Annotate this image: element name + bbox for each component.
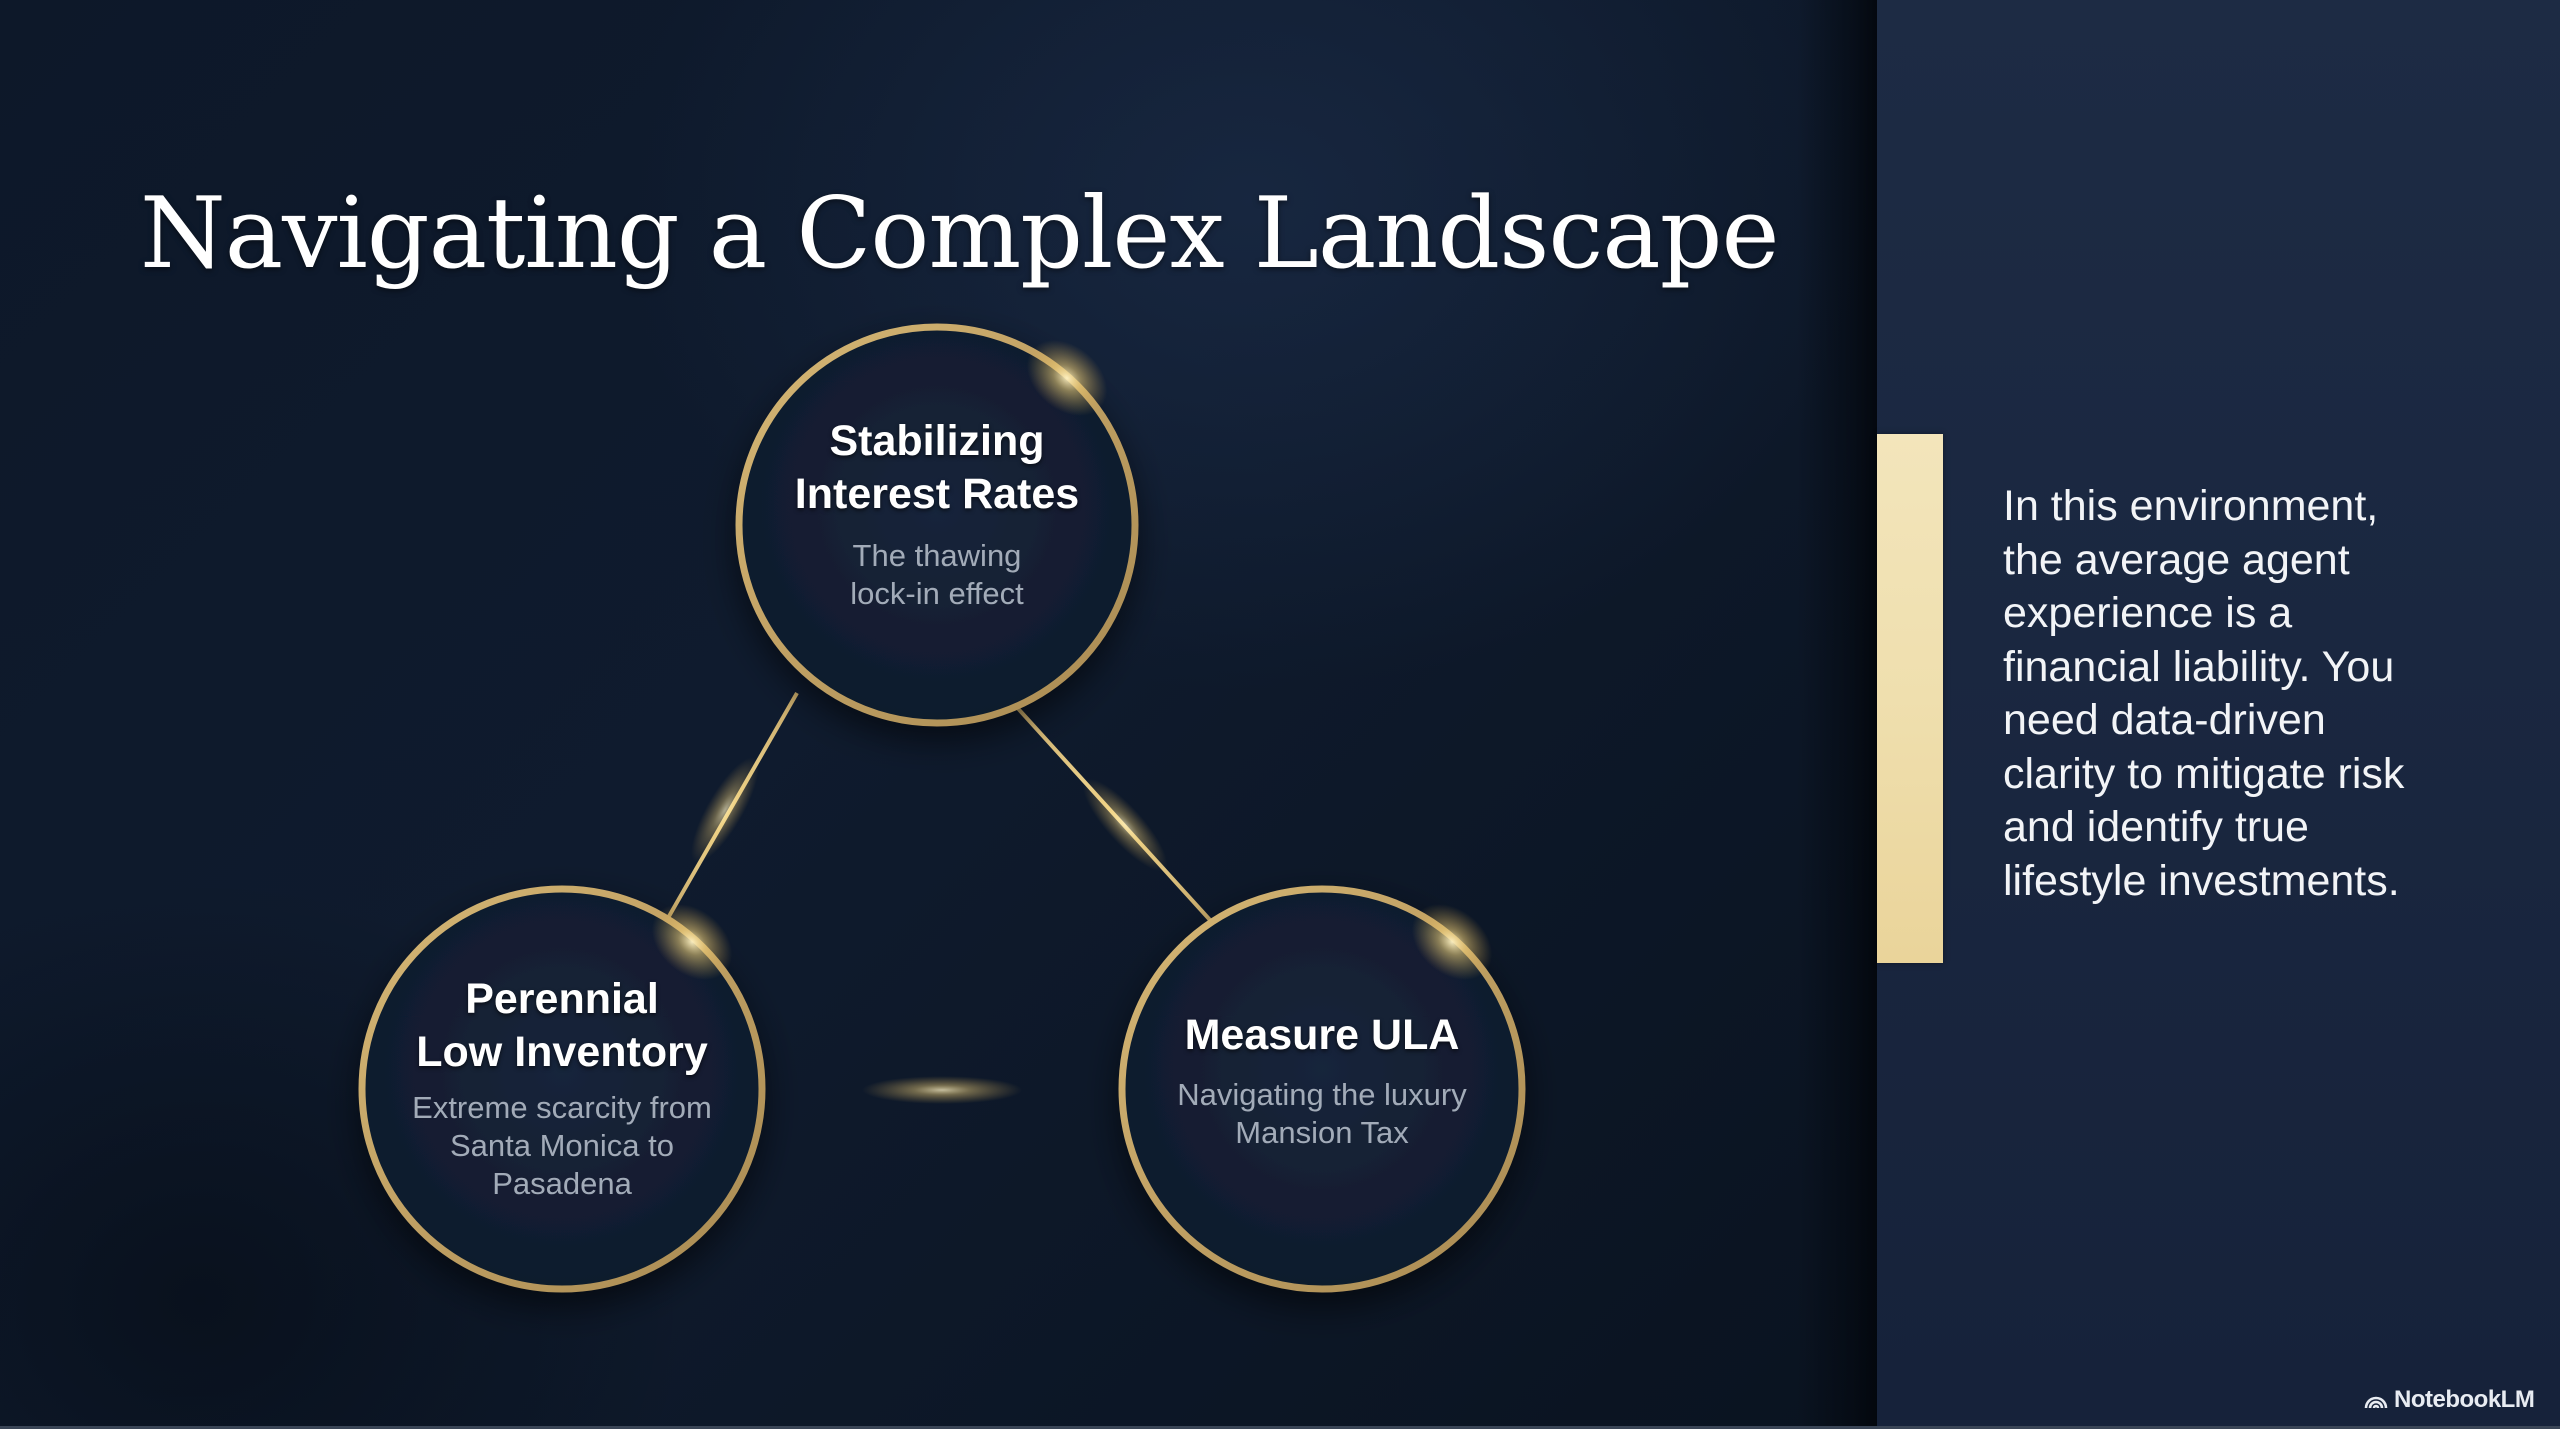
node-title-line: Stabilizing (829, 417, 1045, 465)
node-subtitle-line: lock-in effect (850, 576, 1024, 611)
node-subtitle-line: Extreme scarcity from (412, 1090, 712, 1125)
node-low-inventory: Perennial Low Inventory Extreme scarcity… (364, 891, 760, 1287)
notebooklm-watermark: NotebookLM (2364, 1386, 2535, 1413)
node-subtitle: Extreme scarcity from Santa Monica to Pa… (412, 1089, 712, 1203)
node-title-line: Low Inventory (416, 1028, 708, 1076)
connector-top-right (1001, 690, 1212, 922)
node-ring-right (1118, 885, 1526, 1293)
triangle-diagram (358, 323, 1526, 1293)
accent-bar (1877, 434, 1943, 963)
node-title-line: Interest Rates (794, 470, 1080, 518)
node-title: Perennial Low Inventory (416, 973, 707, 1079)
bottom-edge (0, 1426, 2560, 1429)
node-title-line: Measure ULA (1184, 1010, 1460, 1059)
side-panel (1877, 0, 2560, 1429)
side-quote: In this environment, the average agent e… (2003, 480, 2523, 908)
quote-line: and identify true (2003, 803, 2309, 851)
node-subtitle-line: Mansion Tax (1235, 1114, 1409, 1150)
node-interest-rates: Stabilizing Interest Rates The thawing l… (739, 327, 1135, 723)
node-subtitle: Navigating the luxury Mansion Tax (1177, 1076, 1467, 1152)
node-ring-left (358, 885, 766, 1293)
node-subtitle-line: Navigating the luxury (1177, 1076, 1467, 1112)
slide-title: Navigating a Complex Landscape (140, 176, 1779, 291)
node-subtitle-line: Santa Monica to (449, 1128, 675, 1163)
connector-top-left (666, 692, 799, 919)
quote-line: need data-driven (2003, 696, 2326, 744)
quote-line: lifestyle investments. (2003, 856, 2400, 905)
node-title: Stabilizing Interest Rates (795, 415, 1079, 521)
quote-line: financial liability. You (2003, 642, 2395, 691)
node-ring-top (735, 323, 1139, 727)
node-subtitle: The thawing lock-in effect (850, 537, 1023, 613)
quote-line: In this environment, (2003, 482, 2379, 530)
notebooklm-logo-icon (2364, 1396, 2388, 1409)
quote-line: experience is a (2003, 589, 2293, 637)
brand-label: NotebookLM (2394, 1386, 2535, 1413)
node-subtitle-line: The thawing (852, 538, 1022, 573)
node-subtitle-line: Pasadena (492, 1166, 632, 1201)
node-title: Measure ULA (1185, 1009, 1460, 1062)
node-measure-ula: Measure ULA Navigating the luxury Mansio… (1124, 891, 1520, 1287)
node-title-line: Perennial (465, 975, 659, 1023)
quote-line: clarity to mitigate risk (2003, 749, 2405, 798)
quote-line: the average agent (2003, 535, 2350, 584)
panel-shadow (1797, 0, 1877, 1429)
connector-left-right (762, 1076, 1122, 1104)
